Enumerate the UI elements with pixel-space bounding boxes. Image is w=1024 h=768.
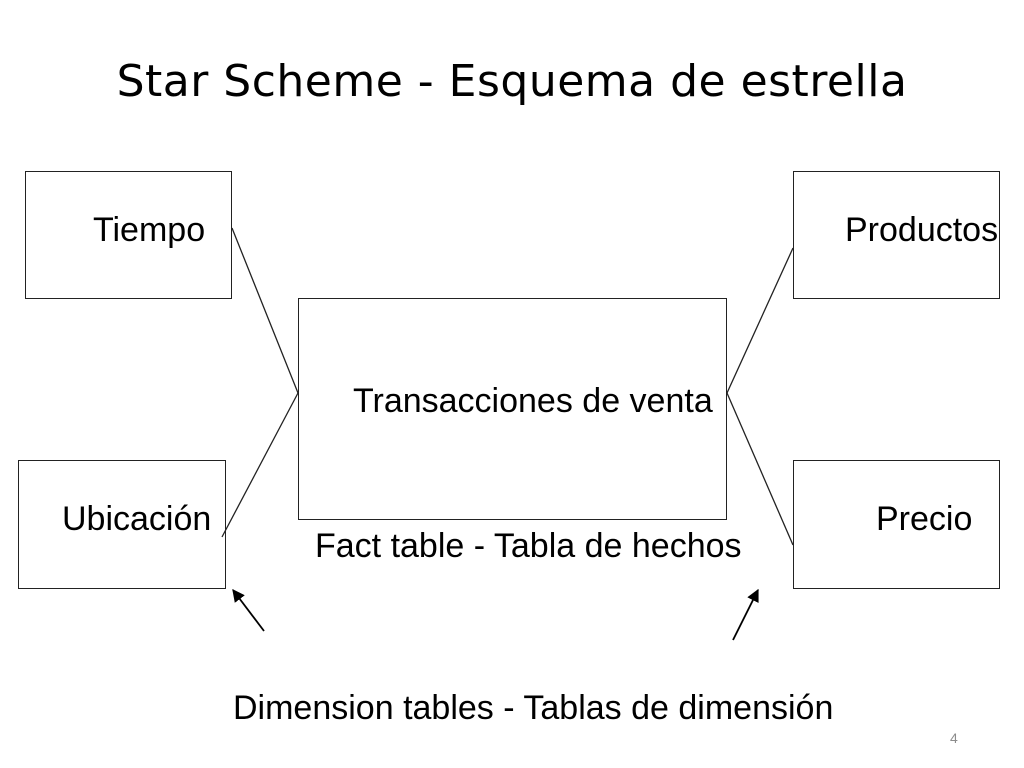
dimension-tables-caption: Dimension tables - Tablas de dimensión xyxy=(233,689,834,727)
connector-tiempo xyxy=(231,227,299,394)
label-productos: Productos xyxy=(845,211,999,249)
dimension-box-tiempo xyxy=(25,171,232,299)
dimension-box-precio xyxy=(793,460,1000,589)
dimension-box-productos xyxy=(793,171,1000,299)
connector-productos xyxy=(726,247,794,394)
arrow-to-ubicacion xyxy=(232,588,265,632)
label-ubicacion: Ubicación xyxy=(62,500,212,538)
fact-table-caption: Fact table - Tabla de hechos xyxy=(315,527,742,565)
label-fact-table: Transacciones de venta xyxy=(353,382,713,420)
page-number: 4 xyxy=(950,730,958,746)
label-precio: Precio xyxy=(876,500,973,538)
arrow-to-precio xyxy=(732,588,759,641)
fact-table-box xyxy=(298,298,727,520)
dimension-box-ubicacion xyxy=(18,460,226,589)
connector-ubicacion xyxy=(221,392,299,538)
connector-precio xyxy=(726,392,794,546)
label-tiempo: Tiempo xyxy=(93,211,206,249)
slide-title: Star Scheme - Esquema de estrella xyxy=(116,56,908,107)
